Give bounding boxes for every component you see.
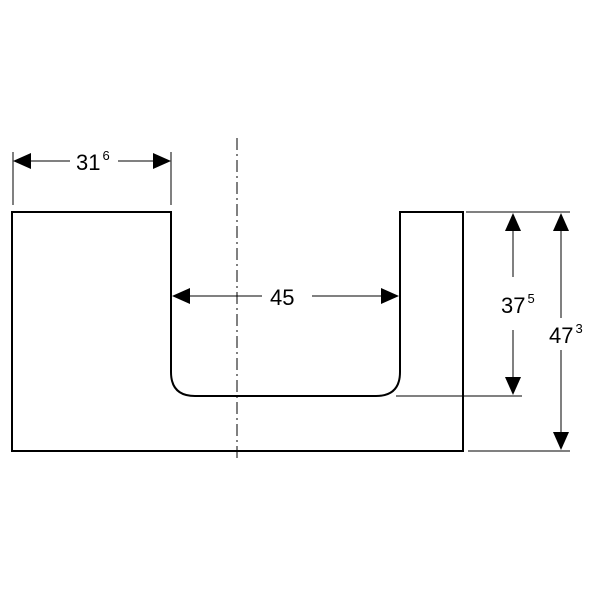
arrowhead-bottom — [553, 432, 569, 450]
arrowhead-top — [553, 213, 569, 231]
arrowhead-bottom — [505, 377, 521, 395]
part-outline — [11, 211, 464, 452]
arrowhead-right — [381, 288, 399, 304]
dimension-superscript: 6 — [102, 148, 109, 163]
dimension-value: 37 — [501, 293, 525, 318]
dimension-value: 47 — [549, 323, 573, 348]
dimension-value: 45 — [270, 285, 294, 310]
arrowhead-left — [13, 153, 31, 169]
arrowhead-left — [172, 288, 190, 304]
dimension-label: 45 — [270, 285, 294, 310]
dimension-superscript: 5 — [527, 291, 534, 306]
dimension-superscript: 3 — [575, 321, 582, 336]
dimension-value: 31 — [76, 150, 100, 175]
arrowhead-right — [153, 153, 171, 169]
arrowhead-top — [505, 213, 521, 231]
dimension-inner-opening: 45 — [172, 285, 399, 310]
